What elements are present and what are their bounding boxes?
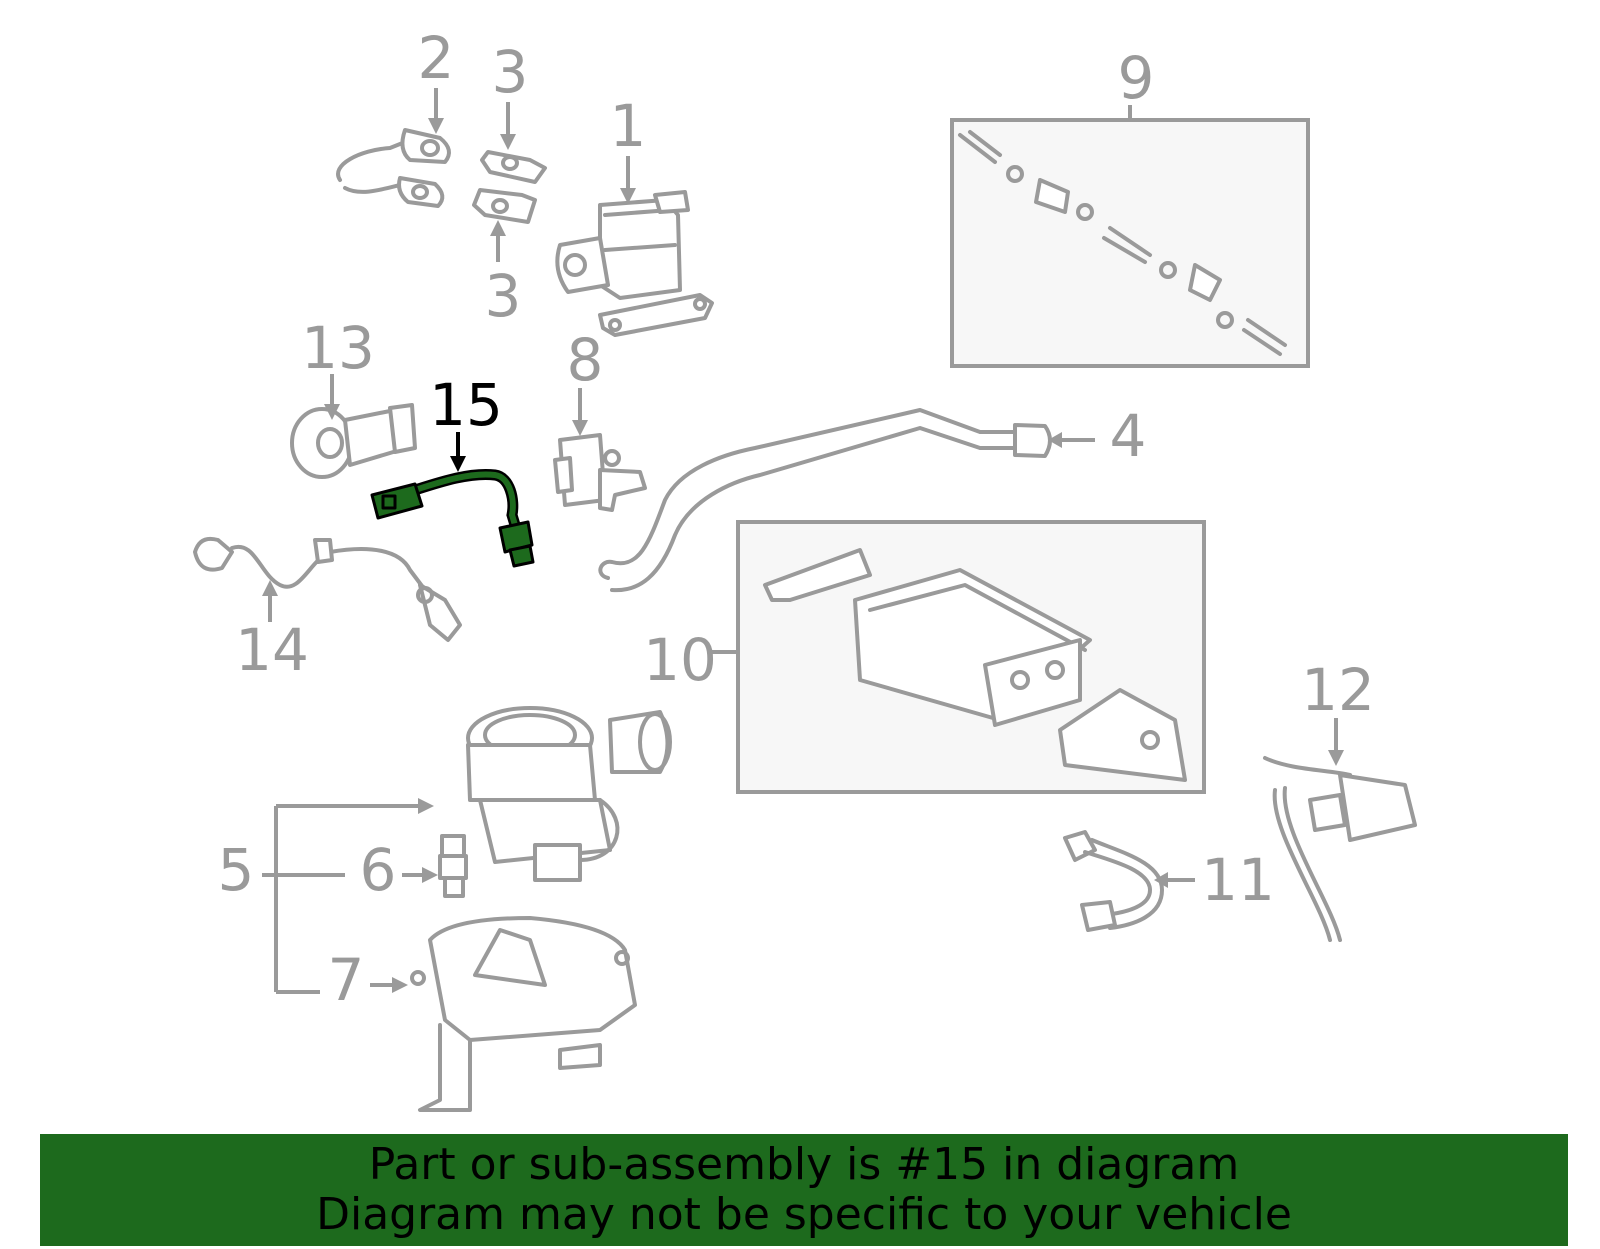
part-11-pipe [1063,830,1164,932]
callout-8: 8 [567,326,604,394]
callout-7: 7 [328,946,365,1014]
callout-5: 5 [218,836,255,904]
callout-4: 4 [1110,402,1147,470]
callout-2: 2 [418,24,455,92]
part-8-vsv [553,433,647,512]
part-4-hose [598,408,1052,593]
callout-13: 13 [301,314,375,382]
part-7-bracket [410,916,637,1112]
part-1-valve [555,190,714,337]
callout-3-bottom: 3 [485,262,522,330]
callout-6: 6 [360,836,397,904]
callout-10: 10 [643,626,717,694]
part-2-bracket [336,128,451,208]
callout-11: 11 [1201,846,1275,914]
part-13-sensor [290,403,417,479]
callout-9: 9 [1118,44,1155,112]
part-15-oxygen-sensor [370,468,535,568]
callout-3-top: 3 [492,38,529,106]
banner-line-1: Part or sub-assembly is #15 in diagram [368,1139,1240,1190]
part-9-hose-kit [958,130,1287,356]
callout-15: 15 [429,371,503,439]
part-12-valve [1263,756,1417,942]
part-5-air-pump [466,706,672,882]
part-14-sensor-harness [193,536,462,642]
callout-14: 14 [235,616,309,684]
part-10-canister [763,548,1187,782]
callout-1: 1 [610,92,647,160]
part-3-gaskets [472,150,547,224]
callout-12: 12 [1301,656,1375,724]
banner-line-2: Diagram may not be specific to your vehi… [316,1189,1292,1240]
info-banner: Part or sub-assembly is #15 in diagram D… [40,1134,1568,1246]
part-6-check-valve [438,834,468,898]
